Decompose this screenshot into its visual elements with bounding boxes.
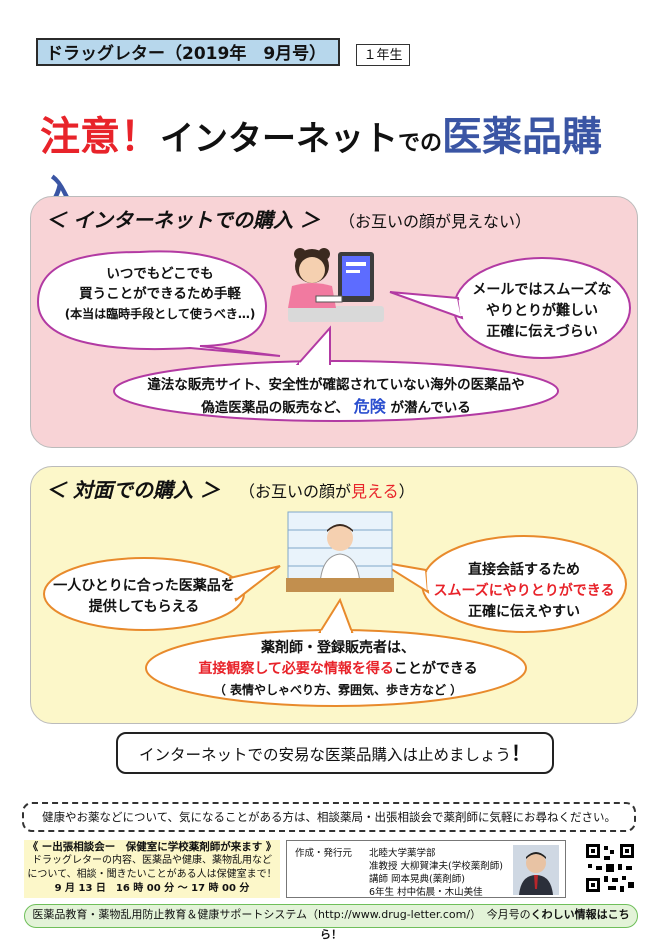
publisher-org: 北睦大学薬学部 (369, 848, 436, 859)
main-title: 注意！インターネットでの医薬品購入 (40, 104, 640, 218)
online-right-bubble (389, 257, 631, 359)
consult-box: 《 ー出張相談会ー 保健室に学校薬剤師が来ます 》 ドラッグレターの内容、医薬品… (24, 840, 280, 898)
online-left-line1: いつでもどこでも (106, 266, 214, 282)
pharmacist-icon (286, 511, 394, 592)
inperson-left-bubble (43, 557, 281, 631)
publisher-person3: 6年生 村中佑晨・木山美佳 (369, 887, 483, 898)
main-title-internet: インターネット (160, 119, 398, 159)
inperson-right-line1: 直接会話するため (468, 562, 580, 578)
warning-notice: インターネットでの安易な医薬品購入は止めましょう！ (116, 732, 554, 774)
online-bottom-line2: 偽造医薬品の販売など、 危険 が潜んでいる (201, 397, 471, 416)
inperson-title-row: ＜ 対面での購入 ＞ （お互いの顔が見える） (46, 474, 415, 503)
inperson-bottom-text: 薬剤師・登録販売者は、 直接観察して必要な情報を得ることができる （ 表情やしゃ… (150, 638, 526, 701)
online-left-bubble (36, 250, 281, 357)
inperson-bottom-bubble (145, 597, 527, 707)
online-right-line3: 正確に伝えづらい (486, 324, 598, 340)
inperson-right-text: 直接会話するため スムーズにやりとりができる 正確に伝えやすい (420, 560, 628, 623)
notice-text: インターネットでの安易な医薬品購入は止めましょう (138, 746, 511, 764)
qr-code-icon[interactable] (584, 842, 636, 894)
footer-link[interactable]: くわしい情報はこちら！ (320, 908, 630, 941)
publisher-person2: 講師 岡本晃典(薬剤師) (369, 874, 465, 885)
online-right-text: メールではスムーズな やりとりが難しい 正確に伝えづらい (456, 280, 628, 343)
publisher-person1: 准教授 大柳賀津夫(学校薬剤師) (369, 861, 503, 872)
online-bottom-line1: 違法な販売サイト、安全性が確認されていない海外の医薬品や (147, 377, 525, 393)
online-bottom-bubble (113, 325, 559, 422)
danger-word: 危険 (353, 397, 386, 416)
online-left-line2: 買うことができるため手軽 (79, 286, 241, 302)
online-right-line1: メールではスムーズな (472, 282, 612, 298)
publisher-details: 北睦大学薬学部 准教授 大柳賀津夫(学校薬剤師) 講師 岡本晃典(薬剤師) 6年… (369, 847, 529, 899)
inperson-right-line3: 正確に伝えやすい (468, 604, 580, 620)
consult-line1: ドラッグレターの内容、医薬品や健康、薬物乱用など (32, 855, 272, 866)
online-title: ＜ インターネットでの購入 ＞ (46, 208, 320, 232)
inperson-left-text: 一人ひとりに合った医薬品を 提供してもらえる (46, 576, 242, 618)
consult-schedule: 9 月 13 日 16 時 00 分 ～ 17 時 00 分 (54, 883, 250, 894)
online-bottom-text: 違法な販売サイト、安全性が確認されていない海外の医薬品や 偽造医薬品の販売など、… (110, 374, 562, 419)
main-title-deno: での (398, 131, 443, 156)
online-right-line2: やりとりが難しい (486, 303, 598, 319)
notice-mark: ！ (511, 741, 531, 765)
inperson-subtitle: （お互いの顔が見える） (239, 482, 415, 501)
author-photo (513, 845, 559, 895)
footer-bar: 医薬品教育・薬物乱用防止教育＆健康サポートシステム（http://www.dru… (24, 904, 638, 941)
online-left-text: いつでもどこでも 買うことができるため手軽 (本当は臨時手段として使うべき…) (52, 264, 268, 324)
inperson-left-line2: 提供してもらえる (88, 599, 200, 615)
inperson-illustration (43, 511, 627, 707)
inperson-bottom-line1: 薬剤師・登録販売者は、 (261, 640, 415, 656)
footer-text: 医薬品教育・薬物乱用防止教育＆健康サポートシステム（http://www.dru… (32, 908, 531, 921)
grade-label: １年生 (356, 44, 410, 66)
issue-title: ドラッグレター（2019年 9月号） (36, 38, 340, 66)
consultation-note: 健康やお薬などについて、気になることがある方は、相談薬局・出張相談会で薬剤師に気… (22, 802, 636, 832)
consult-line2: について、相談・聞きたいことがある人は保健室まで！ (27, 869, 277, 880)
inperson-title: ＜ 対面での購入 ＞ (46, 478, 220, 502)
inperson-bottom-line3: （ 表情やしゃべり方、雰囲気、歩き方など ） (213, 683, 463, 697)
inperson-right-line2: スムーズにやりとりができる (433, 583, 615, 599)
main-title-warning: 注意！ (40, 114, 160, 160)
online-subtitle: （お互いの顔が見えない） (339, 212, 532, 231)
online-title-row: ＜ インターネットでの購入 ＞ （お互いの顔が見えない） (46, 204, 531, 233)
main-title-medicine: 医薬品購入 (40, 114, 603, 218)
inperson-bottom-line2: 直接観察して必要な情報を得ることができる (198, 661, 478, 677)
girl-computer-icon (288, 248, 384, 322)
online-left-line3: (本当は臨時手段として使うべき…) (64, 307, 256, 321)
inperson-left-line1: 一人ひとりに合った医薬品を (53, 578, 235, 594)
publisher-label: 作成・発行元 (295, 848, 353, 859)
consult-heading: 《 ー出張相談会ー 保健室に学校薬剤師が来ます 》 (27, 841, 277, 853)
publisher-box: 作成・発行元 北睦大学薬学部 准教授 大柳賀津夫(学校薬剤師) 講師 岡本晃典(… (286, 840, 566, 898)
online-illustration (36, 248, 631, 422)
